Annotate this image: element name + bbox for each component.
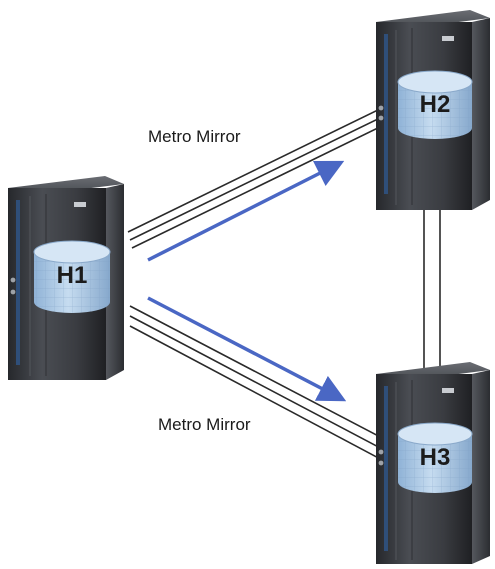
vendor-badge-icon xyxy=(74,202,86,207)
cable-line xyxy=(131,123,387,249)
disk-icon xyxy=(397,70,473,139)
cabinet-side xyxy=(472,18,490,210)
cable-line xyxy=(129,305,387,441)
cabinet-side xyxy=(472,370,490,564)
port-icon xyxy=(378,105,384,111)
port-icon xyxy=(10,289,16,295)
cable-line xyxy=(127,105,387,233)
server-h3: H3 xyxy=(376,362,490,564)
port-icon xyxy=(10,277,16,283)
server-label-h2: H2 xyxy=(420,91,451,118)
cable-line xyxy=(129,325,387,463)
cabinet-stripe xyxy=(384,386,388,551)
vendor-badge-icon xyxy=(442,36,454,41)
vendor-badge-icon xyxy=(442,388,454,393)
server-label-h1: H1 xyxy=(57,262,88,289)
port-icon xyxy=(378,449,384,455)
replication-arrow xyxy=(147,160,345,262)
server-h1: H1 xyxy=(8,176,124,380)
server-h2: H2 xyxy=(376,10,490,210)
link-label-h1-h3: Metro Mirror xyxy=(158,415,251,434)
link-h1-h3 xyxy=(129,296,387,463)
server-label-h3: H3 xyxy=(420,444,451,471)
port-icon xyxy=(378,460,384,466)
link-h2-h3 xyxy=(423,208,441,370)
disk-icon xyxy=(397,422,473,493)
cabinet-side xyxy=(106,184,124,380)
cabinet-stripe xyxy=(384,34,388,194)
disk-icon xyxy=(33,240,111,313)
replication-arrow xyxy=(147,296,347,402)
cable-line xyxy=(129,114,387,241)
cabinet-stripe xyxy=(16,200,20,365)
link-h1-h2 xyxy=(127,105,387,262)
port-icon xyxy=(378,115,384,121)
cable-line xyxy=(129,315,387,452)
link-label-h1-h2: Metro Mirror xyxy=(148,127,241,146)
